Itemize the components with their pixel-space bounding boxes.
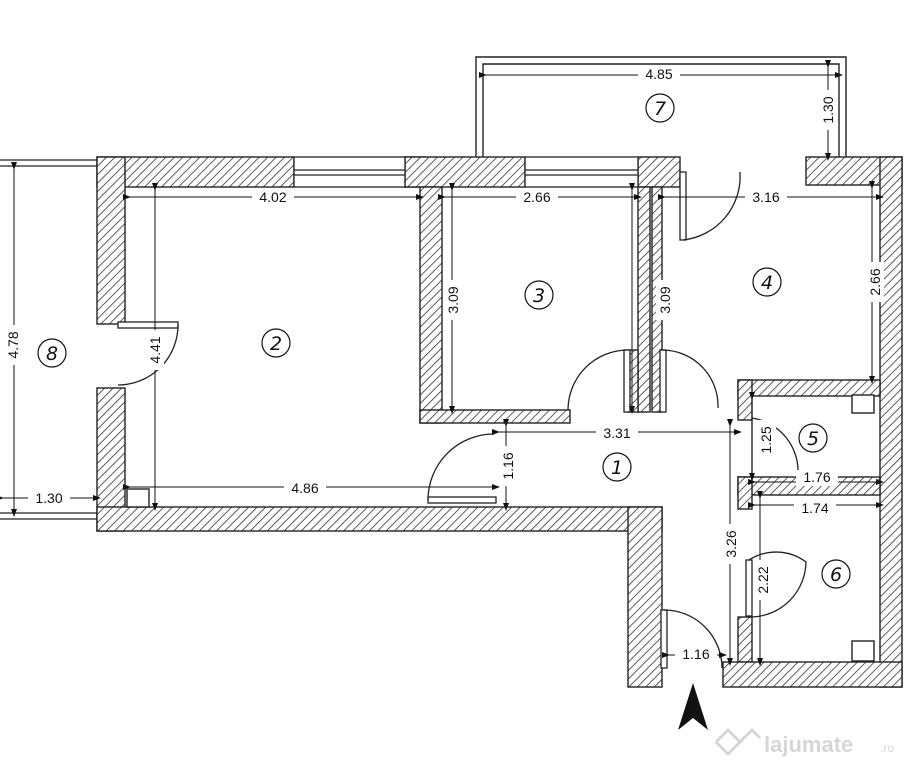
door-room4-lower xyxy=(659,349,719,413)
door-room2-hall xyxy=(427,433,497,504)
window-room3 xyxy=(524,156,639,188)
dim-bath6-height: 2.22 xyxy=(755,566,771,593)
svg-text:7: 7 xyxy=(654,98,666,120)
wall-corridor-left xyxy=(627,506,663,688)
room-label-5: 5 xyxy=(798,423,828,453)
room-label-2: 2 xyxy=(261,328,291,358)
wall-bottom-room3 xyxy=(419,409,571,424)
watermark-brand: lajumate xyxy=(764,732,853,757)
svg-text:8: 8 xyxy=(46,343,58,365)
svg-text:2: 2 xyxy=(270,333,282,355)
columns xyxy=(126,394,875,662)
room-numbers: 1 2 3 4 5 6 7 8 xyxy=(37,93,851,589)
windows xyxy=(293,156,639,188)
watermark-suffix: .ro xyxy=(880,741,894,755)
dim-hall-width: 3.31 xyxy=(603,425,630,441)
dim-room2-top-width: 4.02 xyxy=(259,189,286,205)
room-label-6: 6 xyxy=(821,559,851,589)
dim-hall-height: 1.16 xyxy=(500,452,516,479)
column-room5 xyxy=(851,394,875,414)
dim-terrace-height: 4.78 xyxy=(5,331,21,358)
room-label-1: 1 xyxy=(602,452,632,482)
wall-left-upper xyxy=(96,156,126,325)
wall-room3-room4-left xyxy=(637,186,651,413)
dim-balcony-depth: 1.30 xyxy=(820,96,836,123)
dim-balcony-width: 4.85 xyxy=(645,66,672,82)
svg-text:4: 4 xyxy=(761,272,773,294)
window-room2 xyxy=(293,156,406,188)
wall-left-room5 xyxy=(737,379,753,421)
dim-entrance-width: 1.16 xyxy=(682,646,709,662)
room-label-4: 4 xyxy=(752,267,782,297)
dimension-labels: 4.85 1.30 4.02 4.41 4.86 2.66 3.09 3.09 … xyxy=(4,66,884,662)
lajumate-logo-icon xyxy=(714,727,762,757)
dim-bath5-height: 1.25 xyxy=(758,426,774,453)
svg-text:5: 5 xyxy=(807,428,819,450)
dim-terrace-depth: 1.30 xyxy=(35,490,62,506)
wall-bottom-room6 xyxy=(722,661,903,688)
room-label-3: 3 xyxy=(524,280,554,310)
wall-bottom-room4 xyxy=(737,379,881,397)
svg-text:6: 6 xyxy=(830,564,842,586)
door-room3 xyxy=(567,349,631,413)
watermark: lajumate .ro xyxy=(714,727,894,757)
room-label-8: 8 xyxy=(37,338,67,368)
dim-room3-height: 3.09 xyxy=(445,286,461,313)
wall-bottom-room2 xyxy=(96,506,663,532)
room-label-7: 7 xyxy=(645,93,675,123)
dim-room3-right-height: 3.09 xyxy=(657,286,673,313)
wall-room2-room3 xyxy=(419,186,443,424)
wall-top-room3 xyxy=(404,156,526,188)
dim-room2-door-height: 4.41 xyxy=(147,336,163,363)
wall-top-room2-left xyxy=(96,156,295,188)
balcony-room7 xyxy=(475,56,847,157)
wall-top-room3-right xyxy=(637,156,681,188)
door-room4-balcony xyxy=(679,171,741,241)
dim-bath6-width: 1.74 xyxy=(801,500,828,516)
dim-corridor-height: 3.26 xyxy=(723,530,739,557)
column-room2 xyxy=(126,488,150,508)
dim-bath5-width: 1.76 xyxy=(803,469,830,485)
wall-left-room6-upper xyxy=(737,476,753,510)
column-room6 xyxy=(851,640,875,662)
wall-left-room6-lower xyxy=(737,616,753,663)
dim-room4-width: 3.16 xyxy=(752,189,779,205)
svg-text:3: 3 xyxy=(533,285,545,307)
dim-room4-height: 2.66 xyxy=(867,268,883,295)
north-arrow-icon xyxy=(678,683,708,730)
dim-room3-width: 2.66 xyxy=(523,189,550,205)
door-room6 xyxy=(745,551,807,618)
dim-room2-bottom-width: 4.86 xyxy=(291,480,318,496)
wall-right xyxy=(879,156,903,688)
svg-text:1: 1 xyxy=(611,457,623,479)
